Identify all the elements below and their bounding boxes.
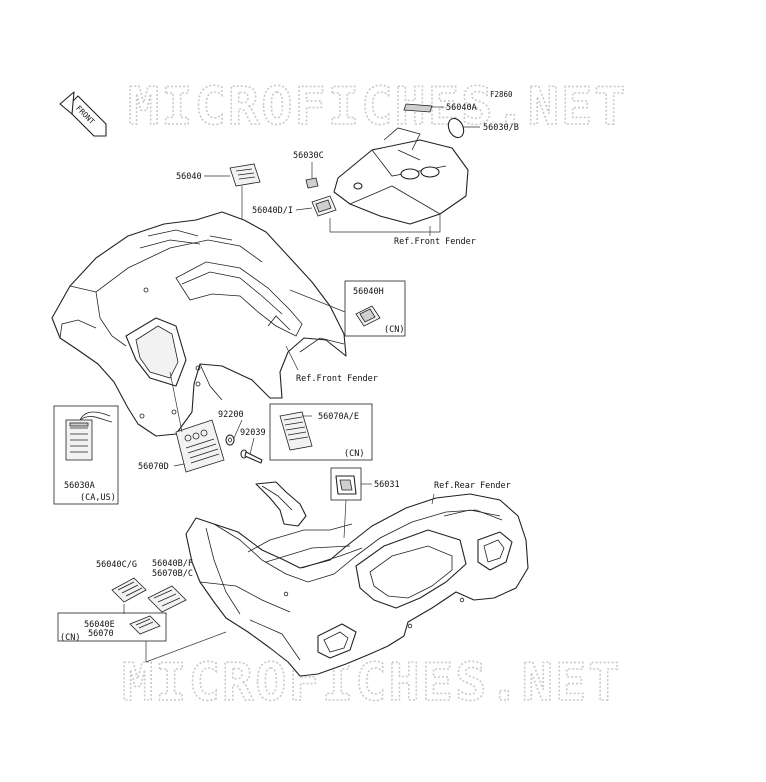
label-56070ae: 56070A/E <box>318 412 359 422</box>
callout-box-56031 <box>330 467 362 501</box>
watermark-bottom: MICROFICHES.NET <box>122 653 622 713</box>
label-92039: 92039 <box>240 428 266 438</box>
label-56030a: 56030A <box>64 481 95 491</box>
front-fender-part <box>51 211 347 437</box>
label-56030c: 56030C <box>293 151 324 161</box>
decal-56040cg <box>111 577 147 603</box>
watermark-top: MICROFICHES.NET <box>128 77 628 137</box>
washer-92200 <box>225 434 235 446</box>
label-92200: 92200 <box>218 410 244 420</box>
decal-56030c <box>305 177 319 189</box>
callout-box-56040h <box>344 280 406 337</box>
label-56040e: 56040E <box>84 620 115 630</box>
label-56040: 56040 <box>176 172 202 182</box>
decal-56040 <box>229 163 261 187</box>
label-56040cg: 56040C/G <box>96 560 137 570</box>
label-56070ae-cn: (CN) <box>344 449 364 459</box>
label-ref-front-fender-2: Ref.Front Fender <box>296 374 378 384</box>
label-56040h-cn: (CN) <box>384 325 404 335</box>
front-arrow-icon: FRONT <box>59 91 107 137</box>
decal-56070d <box>175 419 225 473</box>
label-56070bc: 56070B/C <box>152 569 193 579</box>
front-cover-part <box>333 127 469 225</box>
screw-92039 <box>240 449 263 464</box>
figure-code: F2860 <box>490 90 513 99</box>
rear-fender-part <box>185 493 529 677</box>
callout-box-56030a <box>53 405 119 505</box>
label-56040di: 56040D/I <box>252 206 293 216</box>
label-ref-front-fender-1: Ref.Front Fender <box>394 237 476 247</box>
label-56030a-region: (CA,US) <box>80 493 116 503</box>
label-56040h: 56040H <box>353 287 384 297</box>
rear-fender-bracket <box>255 481 307 527</box>
decal-56030b <box>447 117 465 139</box>
decal-56040a <box>403 103 433 113</box>
label-56040a: 56040A <box>446 103 477 113</box>
callout-box-56040e <box>57 612 167 642</box>
label-56070-cn: (CN) <box>60 633 80 643</box>
callout-box-56070ae <box>269 403 373 461</box>
label-56030b: 56030/B <box>483 123 519 133</box>
label-56070: 56070 <box>88 629 114 639</box>
decal-56040di <box>311 195 337 217</box>
label-ref-rear-fender: Ref.Rear Fender <box>434 481 511 491</box>
label-56040bf: 56040B/F <box>152 559 193 569</box>
label-56031: 56031 <box>374 480 400 490</box>
decal-56040bf <box>147 585 187 613</box>
label-56070d: 56070D <box>138 462 169 472</box>
